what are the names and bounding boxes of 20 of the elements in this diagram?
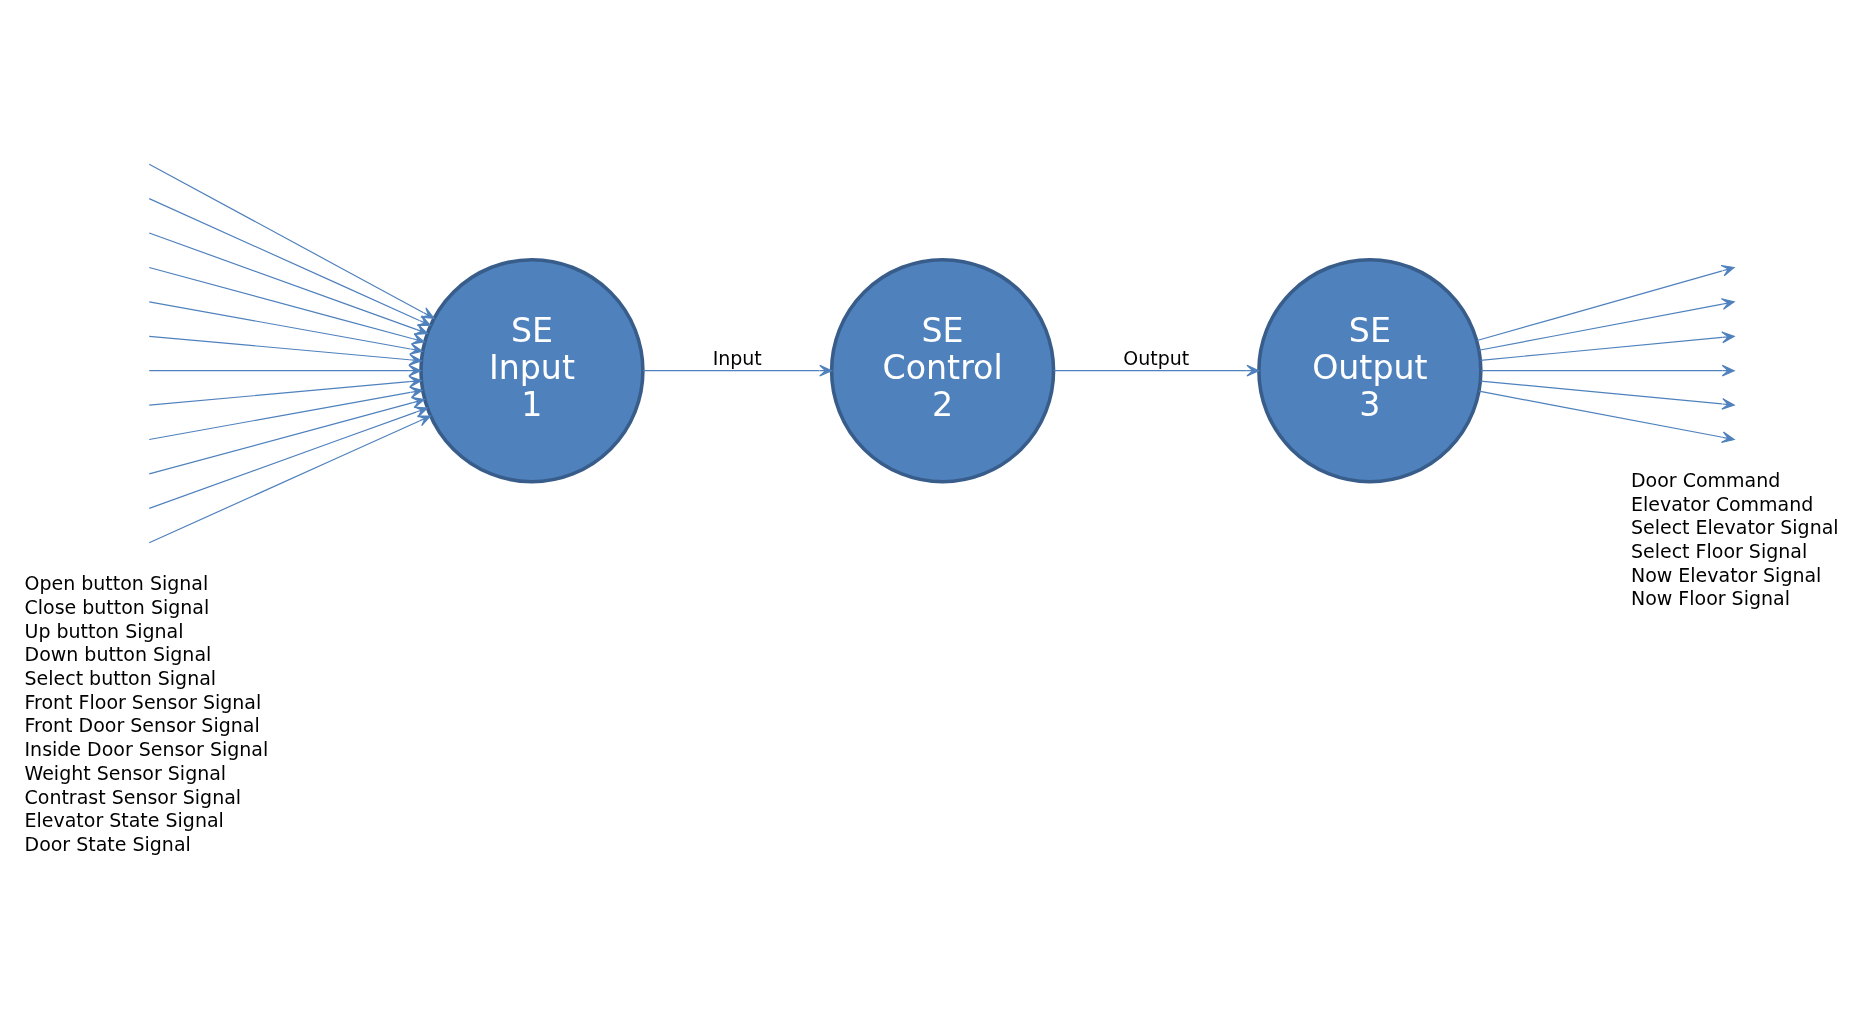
label: Select Elevator Signal [1630,516,1839,539]
label: Contrast Sensor Signal [24,785,242,808]
label: Weight Sensor Signal [24,761,227,784]
label: Inside Door Sensor Signal [24,738,269,761]
label: Down button Signal [24,643,212,666]
label: Select Floor Signal [1630,539,1808,562]
edge-label: Output [1123,346,1190,369]
label: Now Floor Signal [1630,587,1790,610]
label: Front Door Sensor Signal [24,714,260,737]
label: Select button Signal [24,666,217,689]
label: Now Elevator Signal [1630,563,1822,586]
label: Door State Signal [24,833,191,856]
label: Close button Signal [24,595,210,618]
label: Elevator Command [1630,492,1814,515]
edge-label: Input [712,346,762,369]
label: Door Command [1630,468,1781,491]
label: Open button Signal [24,572,209,595]
label: Elevator State Signal [24,809,224,832]
label: Up button Signal [24,619,184,642]
label: Front Floor Sensor Signal [24,690,262,713]
